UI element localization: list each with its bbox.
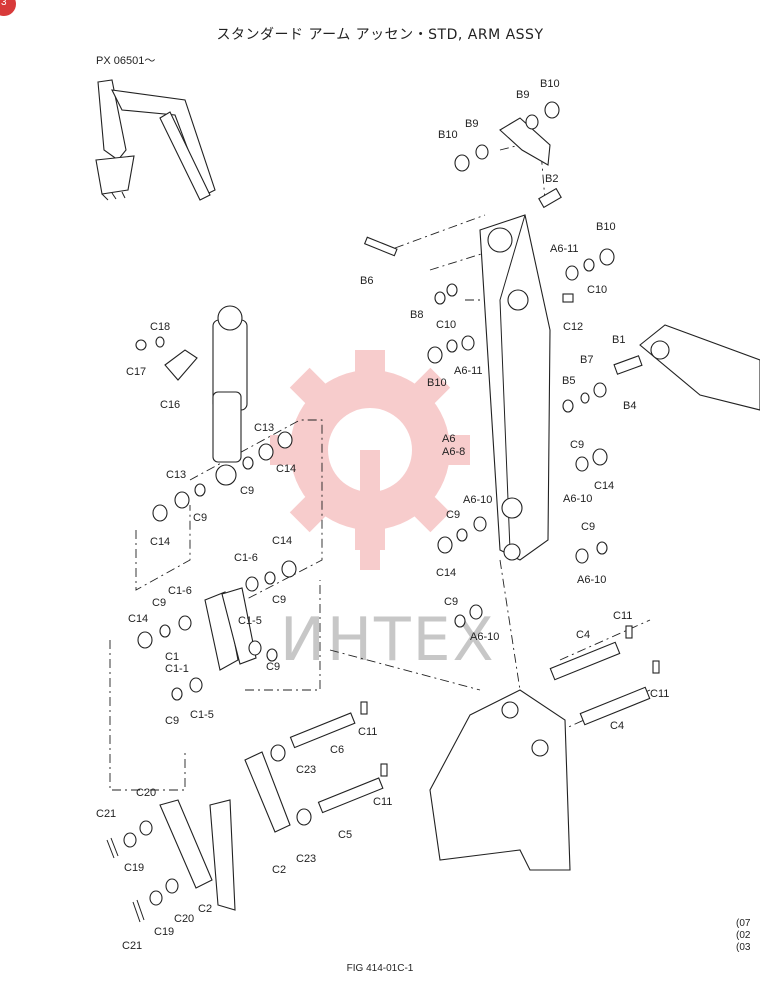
label-c9: C9 bbox=[152, 597, 166, 609]
revision-note: (07 bbox=[736, 918, 751, 929]
washers bbox=[123, 101, 615, 906]
label-c13: C13 bbox=[254, 422, 274, 434]
label-c14: C14 bbox=[436, 567, 456, 579]
grease-fittings bbox=[360, 293, 660, 777]
label-c1-1: C1-1 bbox=[165, 663, 189, 675]
label-c21: C21 bbox=[96, 808, 116, 820]
label-a6-11: A6-11 bbox=[550, 243, 579, 255]
revision-note: (03 bbox=[736, 942, 751, 953]
link-c1 bbox=[204, 591, 239, 671]
page-title: スタンダード アーム アッセン・STD, ARM ASSY bbox=[216, 27, 544, 43]
label-c18: C18 bbox=[150, 321, 170, 333]
label-c16: C16 bbox=[160, 399, 180, 411]
label-b4: B4 bbox=[623, 400, 636, 412]
label-c14: C14 bbox=[276, 463, 296, 475]
label-c9: C9 bbox=[444, 596, 458, 608]
label-b6: B6 bbox=[360, 275, 373, 287]
page-badge: 3 bbox=[0, 0, 16, 16]
label-c9: C9 bbox=[193, 512, 207, 524]
label-c4: C4 bbox=[610, 720, 624, 732]
label-c11: C11 bbox=[358, 726, 377, 738]
assembly-leader-lines bbox=[109, 139, 651, 791]
revision-note: (02 bbox=[736, 930, 751, 941]
label-c9: C9 bbox=[266, 661, 280, 673]
label-c21: C21 bbox=[122, 940, 142, 952]
bucket-cylinder bbox=[212, 305, 248, 486]
label-c20: C20 bbox=[174, 913, 194, 925]
label-b1: B1 bbox=[612, 334, 625, 346]
label-b9: B9 bbox=[465, 118, 478, 130]
label-b10: B10 bbox=[596, 221, 616, 233]
label-b8: B8 bbox=[410, 309, 423, 321]
label-c23: C23 bbox=[296, 853, 316, 865]
page-badge-number: 3 bbox=[1, 0, 7, 8]
label-c12: C12 bbox=[563, 321, 583, 333]
label-c11: C11 bbox=[613, 610, 632, 622]
arm-thumbnail bbox=[95, 79, 216, 201]
label-a6-10: A6-10 bbox=[463, 494, 492, 506]
label-c4: C4 bbox=[576, 629, 590, 641]
label-c19: C19 bbox=[154, 926, 174, 938]
label-b10: B10 bbox=[540, 78, 560, 90]
serial-range: PX 06501～ bbox=[96, 55, 156, 67]
label-c13: C13 bbox=[166, 469, 186, 481]
label-b10: B10 bbox=[427, 377, 447, 389]
label-c9: C9 bbox=[165, 715, 179, 727]
boom-end bbox=[639, 324, 760, 411]
label-c23: C23 bbox=[296, 764, 316, 776]
label-a6-11: A6-11 bbox=[454, 365, 483, 377]
label-a6-10: A6-10 bbox=[470, 631, 499, 643]
label-a6-8: A6-8 bbox=[442, 446, 465, 458]
label-c2: C2 bbox=[198, 903, 212, 915]
label-c1-5: C1-5 bbox=[190, 709, 214, 721]
label-c14: C14 bbox=[128, 613, 148, 625]
label-c9: C9 bbox=[446, 509, 460, 521]
label-c11: C11 bbox=[650, 688, 669, 700]
label-b7: B7 bbox=[580, 354, 593, 366]
label-b10: B10 bbox=[438, 129, 458, 141]
watermark-logo bbox=[270, 350, 470, 570]
link-c2-left bbox=[159, 799, 213, 889]
label-c1-5: C1-5 bbox=[238, 615, 262, 627]
label-c9: C9 bbox=[581, 521, 595, 533]
part-labels: B10 B9 B10 B9 B2 B6 B8 B10 A6-11 C10 C12… bbox=[96, 78, 669, 952]
label-a6-10: A6-10 bbox=[563, 493, 592, 505]
plate-c16 bbox=[164, 349, 198, 381]
arm-main-body bbox=[479, 214, 551, 561]
bucket bbox=[429, 689, 571, 871]
cotter-pin-lower bbox=[132, 899, 145, 923]
label-c2: C2 bbox=[272, 864, 286, 876]
revision-notes: (07 (02 (03 bbox=[736, 918, 750, 954]
label-c5: C5 bbox=[338, 829, 352, 841]
label-b9: B9 bbox=[516, 89, 529, 101]
label-a6: A6 bbox=[442, 433, 455, 445]
label-c10: C10 bbox=[436, 319, 456, 331]
label-c1: C1 bbox=[165, 651, 179, 663]
label-c10: C10 bbox=[587, 284, 607, 296]
pins bbox=[289, 187, 651, 814]
link-c2-right bbox=[244, 751, 291, 833]
cotter-pin-upper bbox=[106, 837, 119, 859]
label-c9: C9 bbox=[240, 485, 254, 497]
label-c1-6: C1-6 bbox=[234, 552, 258, 564]
label-b5: B5 bbox=[562, 375, 575, 387]
label-c14: C14 bbox=[594, 480, 614, 492]
label-c9: C9 bbox=[272, 594, 286, 606]
label-c19: C19 bbox=[124, 862, 144, 874]
figure-number: FIG 414-01C-1 bbox=[346, 963, 414, 974]
label-c11: C11 bbox=[373, 796, 392, 808]
label-c1-6: C1-6 bbox=[168, 585, 192, 597]
label-b2: B2 bbox=[545, 173, 558, 185]
label-a6-10: A6-10 bbox=[577, 574, 606, 586]
label-c20: C20 bbox=[136, 787, 156, 799]
label-c17: C17 bbox=[126, 366, 146, 378]
boom-tip bbox=[499, 117, 551, 166]
label-c14: C14 bbox=[272, 535, 292, 547]
label-c6: C6 bbox=[330, 744, 344, 756]
label-c9: C9 bbox=[570, 439, 584, 451]
label-c14: C14 bbox=[150, 536, 170, 548]
